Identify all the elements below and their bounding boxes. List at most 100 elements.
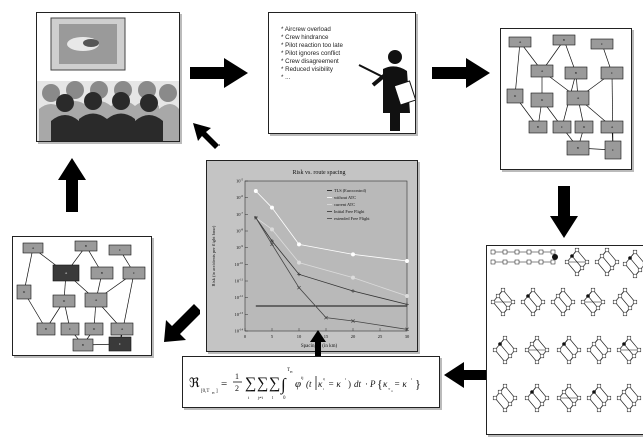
state-node bbox=[534, 359, 540, 365]
series-line-4 bbox=[255, 217, 408, 330]
state-node bbox=[560, 311, 566, 317]
formula-panel: ℜ [0,T H ] = 1 2 ∑ i ∑ j≠i ∑ l ∫ T H 0 φ… bbox=[182, 356, 440, 408]
network-node-label: A bbox=[519, 40, 522, 44]
formula-phi-super: ij bbox=[301, 375, 304, 380]
network-node bbox=[600, 66, 624, 80]
series-point bbox=[297, 272, 301, 277]
state-node bbox=[556, 347, 562, 353]
network-node-label: D bbox=[23, 290, 26, 294]
state-node bbox=[579, 265, 585, 271]
briefing-panel: * Aircrew overload * Crew hindrance * Pi… bbox=[268, 12, 417, 134]
network-node-label: B bbox=[577, 146, 579, 150]
state-node bbox=[566, 359, 572, 365]
state-node bbox=[566, 383, 572, 389]
series-point bbox=[351, 275, 355, 280]
state-node bbox=[571, 353, 577, 359]
state-node bbox=[492, 347, 498, 353]
state-node bbox=[561, 389, 567, 395]
state-node bbox=[526, 294, 530, 298]
state-node bbox=[601, 353, 607, 359]
risk-chart-panel: Risk vs. route spacing Spacing S (in km)… bbox=[206, 160, 418, 352]
series-point bbox=[405, 327, 409, 332]
state-node bbox=[580, 299, 586, 305]
formula-brace-close: } bbox=[415, 377, 421, 391]
state-node bbox=[520, 299, 526, 305]
state-node bbox=[586, 347, 592, 353]
state-node bbox=[628, 256, 632, 260]
state-node bbox=[627, 305, 633, 311]
series-point bbox=[297, 242, 301, 247]
risk-factor-7: * ... bbox=[281, 74, 291, 81]
state-node bbox=[637, 267, 643, 273]
state-node bbox=[576, 347, 582, 353]
state-node bbox=[492, 395, 498, 401]
network-node bbox=[530, 92, 554, 108]
formula-eq-kappa-p-super: l bbox=[411, 377, 412, 381]
network-node bbox=[528, 120, 548, 134]
state-node bbox=[616, 347, 622, 353]
state-node bbox=[622, 287, 628, 293]
state-node bbox=[507, 353, 513, 359]
integral-sign: ∫ bbox=[280, 375, 287, 395]
state-node bbox=[490, 249, 496, 255]
x-tick-label: 5 bbox=[271, 334, 274, 339]
network-node bbox=[552, 120, 572, 134]
network-node-label: D bbox=[541, 98, 544, 102]
state-node bbox=[535, 305, 541, 311]
state-node bbox=[514, 259, 520, 265]
network-node bbox=[590, 38, 614, 50]
network-node bbox=[600, 120, 624, 134]
y-tick-label: 10-5 bbox=[236, 178, 243, 184]
series-point bbox=[270, 239, 274, 243]
state-graphs bbox=[490, 247, 643, 413]
legend-entry: Initial Free Flight bbox=[334, 209, 365, 214]
sum-sign-1: ∑ bbox=[245, 375, 256, 392]
state-node bbox=[614, 259, 620, 265]
risk-factor-6: * Reduced visibility bbox=[281, 66, 334, 73]
network-node-label: D bbox=[93, 327, 96, 331]
network-node-label: C bbox=[561, 125, 563, 129]
network-node-label: C bbox=[133, 271, 135, 275]
state-node bbox=[550, 299, 556, 305]
state-node bbox=[584, 259, 590, 265]
state-node bbox=[524, 347, 530, 353]
state-node bbox=[540, 299, 546, 305]
network-node bbox=[84, 322, 104, 336]
state-node bbox=[490, 299, 496, 305]
state-node bbox=[632, 299, 638, 305]
risk-factor-5: * Crew disagreement bbox=[281, 58, 339, 65]
y-tick-label: 10-14 bbox=[235, 328, 244, 334]
network-node bbox=[564, 66, 588, 80]
state-node bbox=[622, 342, 626, 346]
series-point bbox=[405, 302, 409, 307]
state-node bbox=[502, 407, 508, 413]
state-node bbox=[552, 254, 558, 260]
formula-eq-kappa-super: l bbox=[345, 377, 346, 381]
network-node-label: A bbox=[577, 96, 580, 100]
risk-factor-3: * Pilot reaction too late bbox=[281, 42, 343, 49]
network-node bbox=[52, 264, 80, 282]
state-node bbox=[502, 249, 508, 255]
chart-ylabel: Risk (in accidents per flight hour) bbox=[211, 225, 216, 286]
arrow-right-1 bbox=[190, 58, 248, 88]
state-node bbox=[576, 395, 582, 401]
network-edge bbox=[611, 72, 614, 151]
network-node-label: C bbox=[119, 342, 121, 346]
legend-entry: extended Free Flight bbox=[334, 216, 370, 221]
formula-sum-index-2: j≠i bbox=[257, 395, 264, 400]
state-node bbox=[596, 359, 602, 365]
x-tick-label: 25 bbox=[378, 334, 383, 339]
state-node bbox=[514, 249, 520, 255]
series-point bbox=[351, 252, 355, 257]
network-node-label: B bbox=[537, 125, 539, 129]
formula-kappa-p: κ bbox=[383, 379, 388, 389]
formula-dt: dt bbox=[354, 379, 362, 389]
formula-sum-index-3: l bbox=[272, 395, 274, 400]
state-node bbox=[538, 249, 544, 255]
y-tick-label: 10-13 bbox=[235, 311, 244, 317]
state-node bbox=[596, 335, 602, 341]
state-node bbox=[564, 259, 570, 265]
risk-factor-2: * Crew hindrance bbox=[281, 34, 329, 41]
network-node-label: B bbox=[101, 271, 103, 275]
